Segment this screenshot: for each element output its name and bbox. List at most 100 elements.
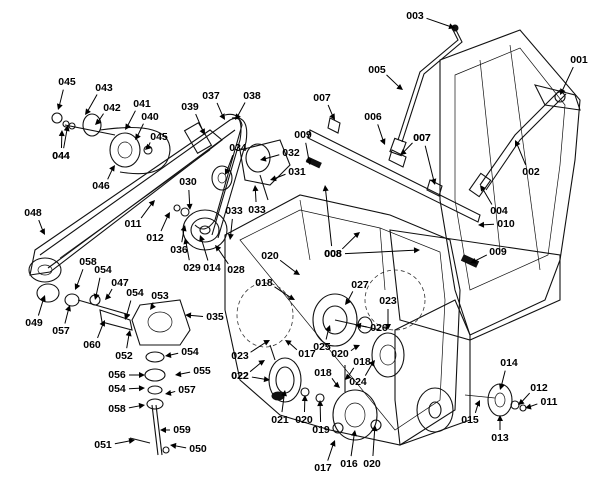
leader-line-037 <box>216 102 224 117</box>
part-label-057: 057 <box>178 384 196 396</box>
part-label-036: 036 <box>170 244 188 256</box>
leader-arrow-022 <box>263 376 270 383</box>
leader-arrow-049 <box>40 295 46 302</box>
leader-arrow-020 <box>353 344 360 351</box>
leader-line-005 <box>386 74 401 88</box>
part-label-006: 006 <box>364 111 382 123</box>
gear-housing <box>224 194 471 446</box>
leader-arrow-021 <box>281 390 287 397</box>
leader-arrow-016 <box>351 430 357 437</box>
leader-arrow-018 <box>345 373 352 380</box>
part-label-005: 005 <box>368 64 386 76</box>
leader-arrow-008 <box>353 232 360 239</box>
leader-arrow-015 <box>474 400 480 407</box>
part-label-054: 054 <box>108 383 126 395</box>
leader-arrow-005 <box>396 83 403 90</box>
leader-arrow-055 <box>175 371 182 378</box>
lower-hub-assembly <box>268 344 382 441</box>
leader-line-058 <box>128 405 142 409</box>
part-label-030: 030 <box>179 176 197 188</box>
part-label-025: 025 <box>313 341 331 353</box>
leader-arrow-017 <box>285 340 292 346</box>
part-label-009: 009 <box>294 129 312 141</box>
leader-arrow-029 <box>183 238 190 245</box>
part-label-016: 016 <box>340 458 358 470</box>
leader-line-043 <box>86 94 98 112</box>
leader-line-012 <box>520 392 531 403</box>
leader-line-011 <box>140 202 153 219</box>
leader-line-028 <box>217 247 229 265</box>
leader-line-022 <box>251 376 267 380</box>
leader-line-024 <box>364 362 373 376</box>
part-label-060: 060 <box>83 339 101 351</box>
part-label-017: 017 <box>298 348 316 360</box>
part-label-020: 020 <box>363 458 381 470</box>
leader-arrow-044 <box>58 130 65 137</box>
leader-line-020 <box>372 428 376 457</box>
right-pulley-assembly <box>464 383 527 417</box>
leader-arrow-033 <box>252 185 259 192</box>
leader-line-052 <box>126 333 130 349</box>
leader-line-008 <box>341 234 358 250</box>
leader-lines <box>37 17 574 461</box>
leader-line-033 <box>230 218 233 237</box>
part-label-014: 014 <box>500 357 518 369</box>
leader-arrow-028 <box>215 245 222 252</box>
leader-line-014 <box>200 238 209 261</box>
leader-line-012 <box>160 215 169 232</box>
part-label-054: 054 <box>94 264 112 276</box>
leader-arrow-051 <box>128 437 135 444</box>
leader-arrow-038 <box>235 113 241 120</box>
leader-arrow-039 <box>199 128 205 135</box>
part-label-022: 022 <box>231 370 249 382</box>
leader-arrow-043 <box>85 108 91 115</box>
leader-line-049 <box>37 298 45 316</box>
leader-line-054 <box>125 300 132 317</box>
part-label-056: 056 <box>108 369 126 381</box>
leader-arrow-058 <box>138 402 145 409</box>
part-label-008: 008 <box>324 248 342 260</box>
part-label-029: 029 <box>183 262 201 274</box>
leader-arrow-045 <box>56 103 63 110</box>
leader-arrow-022 <box>258 360 265 366</box>
leader-arrow-001 <box>560 88 566 95</box>
leader-arrow-057 <box>65 305 71 312</box>
leader-arrow-047 <box>105 293 112 300</box>
leader-arrow-014 <box>199 235 205 242</box>
part-label-052: 052 <box>115 350 133 362</box>
leader-arrow-018 <box>288 294 295 300</box>
part-label-050: 050 <box>189 443 207 455</box>
part-label-007: 007 <box>313 92 331 104</box>
leader-line-054 <box>128 387 142 390</box>
part-label-003: 003 <box>406 10 424 22</box>
leader-arrow-012 <box>518 398 525 405</box>
leader-arrow-034 <box>224 168 231 175</box>
part-label-046: 046 <box>92 180 110 192</box>
upper-left-pulley <box>51 112 171 175</box>
leader-arrow-054 <box>124 313 130 320</box>
part-label-055: 055 <box>193 365 211 377</box>
part-label-020: 020 <box>261 250 279 262</box>
leader-line-022 <box>249 361 262 373</box>
control-linkage <box>389 24 581 198</box>
part-label-038: 038 <box>243 90 261 102</box>
part-label-002: 002 <box>522 166 540 178</box>
leader-line-058 <box>76 269 84 287</box>
leader-arrow-056 <box>139 372 145 378</box>
leader-line-039 <box>195 113 204 132</box>
leader-line-045 <box>58 89 64 107</box>
leader-arrow-042 <box>95 118 102 125</box>
leader-line-009 <box>305 142 310 162</box>
leader-line-010 <box>481 223 495 226</box>
leader-arrow-032 <box>260 155 267 162</box>
part-label-040: 040 <box>141 111 159 123</box>
leader-line-002 <box>516 143 527 166</box>
leader-line-020 <box>279 259 297 274</box>
leader-line-016 <box>350 433 355 457</box>
part-label-034: 034 <box>229 142 247 154</box>
leader-line-021 <box>281 393 285 413</box>
leader-arrow-009 <box>470 258 477 264</box>
part-label-037: 037 <box>202 90 220 102</box>
